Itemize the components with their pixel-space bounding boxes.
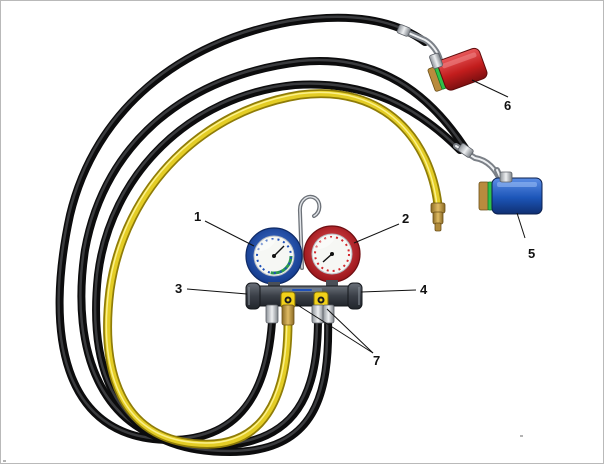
callout-7: 7: [373, 353, 380, 368]
red-gauge-stem: [326, 280, 338, 290]
yellow-hose-brass-fitting: [430, 202, 446, 232]
left-valve-knob: [245, 282, 261, 310]
callout-4: 4: [420, 282, 428, 297]
callout-2: 2: [402, 211, 409, 226]
callout-3: 3: [175, 281, 182, 296]
manifold-body: [249, 285, 359, 307]
yellow-ball-valve-left: [280, 291, 296, 309]
red-quick-coupler: [427, 47, 488, 92]
manifold-hanging-hook: [297, 194, 322, 270]
blue-low-side-gauge: [245, 227, 303, 285]
manifold-lower-ports: [265, 304, 335, 326]
black-hose-outer: [55, 13, 429, 445]
red-high-side-gauge: [303, 225, 361, 283]
black-hose-middle: [77, 57, 469, 451]
right-valve-knob: [347, 282, 363, 310]
blue-quick-coupler: [478, 171, 543, 215]
yellow-ball-valve-right: [313, 291, 329, 309]
black-hose-inner: [92, 80, 464, 457]
callout-leader-lines: [186, 79, 526, 354]
callout-1: 1: [194, 209, 201, 224]
yellow-hose: [103, 89, 443, 449]
corner-marks: [3, 435, 523, 462]
callout-5: 5: [528, 246, 535, 261]
callout-6: 6: [504, 98, 511, 113]
